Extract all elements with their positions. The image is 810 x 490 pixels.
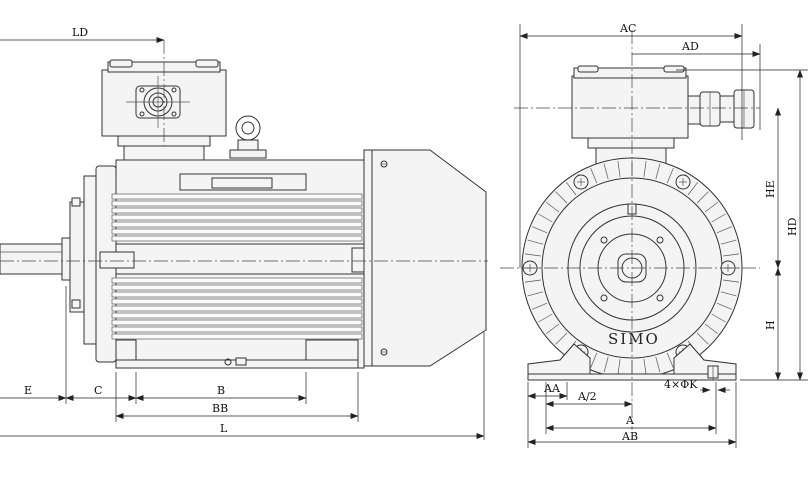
radial-fin — [590, 168, 598, 184]
radial-fin — [655, 356, 661, 373]
dim-label-bolt-holes: 4×ΦK — [664, 378, 698, 391]
radial-fin — [532, 302, 548, 310]
cooling-fin — [111, 298, 363, 305]
radial-fin — [538, 313, 553, 323]
radial-fin — [666, 352, 674, 368]
radial-fin — [590, 352, 598, 368]
terminal-box-front — [571, 65, 755, 169]
dim-label-h: H — [764, 320, 777, 330]
front-dimensions: AC AD HE HD H AA — [519, 22, 808, 448]
shaft — [0, 237, 73, 281]
radial-fin — [716, 302, 732, 310]
radial-fin — [565, 182, 577, 196]
dim-label-ab: AB — [621, 430, 638, 443]
radial-fin — [711, 213, 726, 223]
radial-fin — [711, 313, 726, 323]
dim-label-ad: AD — [681, 40, 699, 53]
dim-label-a: A — [625, 414, 635, 427]
radial-fin — [555, 332, 568, 345]
radial-fin — [666, 168, 674, 184]
motor-frame-front: SIMO — [521, 157, 743, 379]
dim-label-ac: AC — [619, 22, 636, 35]
radial-fin — [696, 191, 709, 204]
bolt-head — [656, 236, 664, 244]
bolt-head — [600, 236, 608, 244]
lifting-eye — [229, 115, 267, 159]
radial-fin — [704, 323, 718, 335]
radial-fin — [704, 201, 718, 213]
dim-label-e: E — [24, 384, 32, 397]
motor-body — [99, 159, 365, 369]
radial-fin — [723, 279, 740, 283]
cooling-fin — [111, 305, 363, 312]
radial-fin — [546, 323, 560, 335]
front-view: SIMO AC AD — [500, 22, 808, 448]
cooling-fin — [111, 200, 363, 207]
radial-fin — [723, 253, 740, 257]
cooling-fin — [111, 207, 363, 214]
radial-fin — [532, 226, 548, 234]
radial-fin — [617, 359, 621, 376]
bolt-head — [656, 294, 664, 302]
dim-label-l: L — [220, 422, 228, 435]
radial-fin — [617, 160, 621, 177]
fan-cover — [363, 149, 487, 367]
cooling-fin — [111, 284, 363, 291]
radial-fin — [720, 291, 737, 297]
side-dimensions: LD E C B BB L — [0, 26, 485, 440]
cooling-fin — [111, 277, 363, 284]
cooling-fin — [111, 326, 363, 333]
bolt-head — [600, 294, 608, 302]
cooling-fin — [111, 221, 363, 228]
cooling-fin — [111, 291, 363, 298]
dim-label-bb: BB — [212, 402, 228, 415]
radial-fin — [603, 356, 609, 373]
radial-fin — [655, 163, 661, 180]
radial-fin — [555, 191, 568, 204]
radial-fin — [538, 213, 553, 223]
dim-label-b: B — [217, 384, 225, 397]
cooling-fin — [111, 312, 363, 319]
dim-label-ld: LD — [72, 26, 88, 39]
radial-fin — [643, 359, 647, 376]
radial-fin — [696, 332, 709, 345]
radial-fin — [603, 163, 609, 180]
cooling-fin — [111, 319, 363, 326]
cooling-fin — [111, 214, 363, 221]
dim-label-a-half: A/2 — [577, 390, 597, 403]
radial-fin — [643, 160, 647, 177]
dim-label-aa: AA — [543, 382, 561, 395]
dim-label-c: C — [94, 384, 102, 397]
dim-label-he: HE — [764, 180, 777, 198]
radial-fin — [527, 291, 544, 297]
cooling-fin — [111, 333, 363, 340]
dim-label-hd: HD — [786, 217, 799, 236]
radial-fin — [524, 279, 541, 283]
radial-fin — [687, 182, 699, 196]
radial-fin — [716, 226, 732, 234]
brand-label: SIMO — [608, 330, 660, 348]
radial-fin — [546, 201, 560, 213]
radial-fin — [524, 253, 541, 257]
radial-fin — [720, 239, 737, 245]
cooling-fin — [111, 228, 363, 235]
radial-fin — [527, 239, 544, 245]
side-view: LD E C B BB L — [0, 26, 488, 440]
cooling-fin — [111, 235, 363, 242]
cooling-fin — [111, 193, 363, 200]
